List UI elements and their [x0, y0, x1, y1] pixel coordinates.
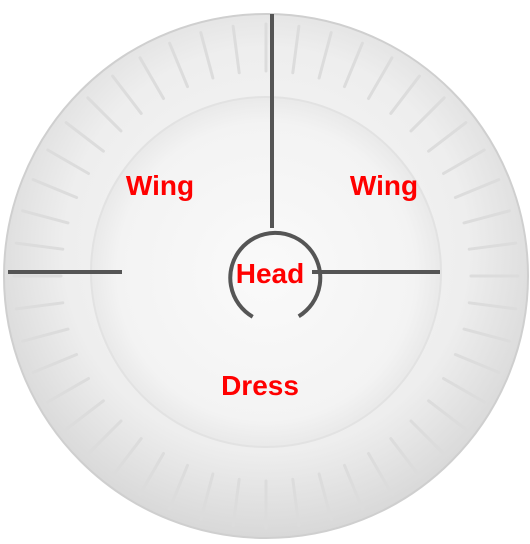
label-dress: Dress: [221, 372, 299, 400]
label-wing-left: Wing: [126, 172, 194, 200]
label-wing-right: Wing: [350, 172, 418, 200]
label-head: Head: [236, 260, 304, 288]
